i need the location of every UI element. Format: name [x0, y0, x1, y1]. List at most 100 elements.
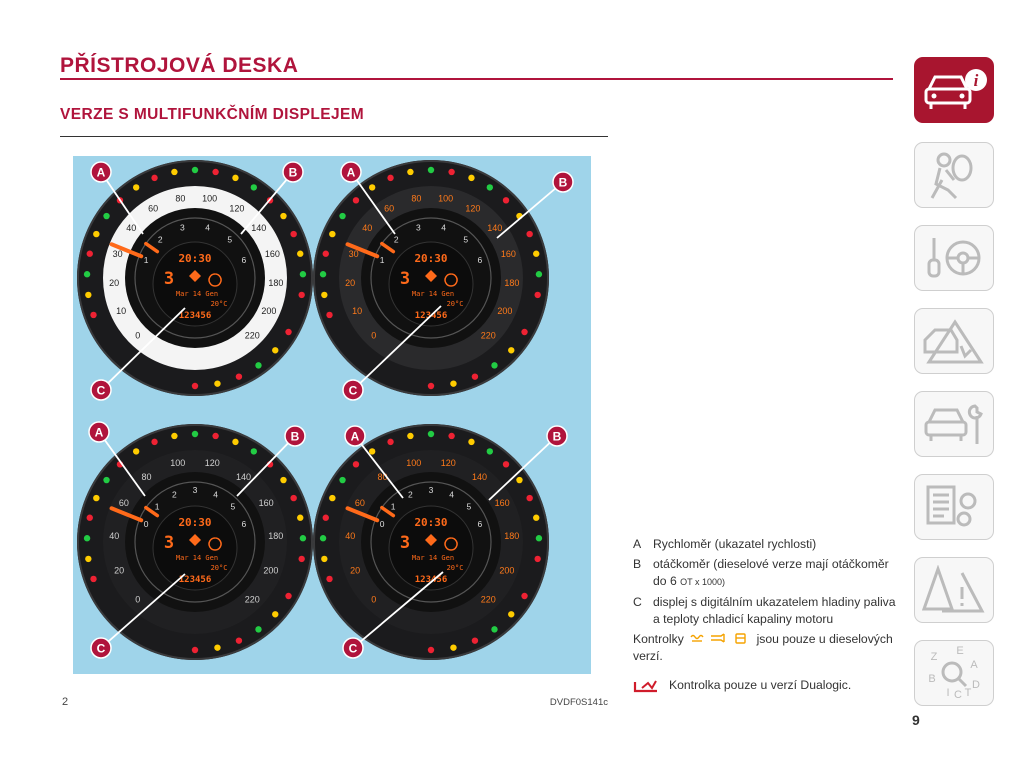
- speed-tick-label: 220: [481, 594, 496, 604]
- speed-tick-label: 180: [504, 278, 519, 288]
- rpm-needle: [380, 241, 396, 254]
- svg-text:C: C: [954, 689, 962, 700]
- display-temp: 20°C: [211, 564, 228, 572]
- tab-road-signs[interactable]: [914, 557, 994, 623]
- speed-needle: [345, 242, 380, 259]
- rpm-tick-label: 4: [213, 489, 218, 499]
- speed-needle: [109, 242, 144, 259]
- callout-letter: A: [347, 166, 356, 180]
- warning-lamp: [103, 212, 110, 220]
- legend-key: A: [633, 537, 642, 551]
- warning-lamp: [368, 448, 376, 455]
- warning-lamp: [298, 555, 305, 563]
- legend-item-b: B otáčkoměr (dieselové verze mají otáčko…: [633, 556, 903, 591]
- warning-lamp: [508, 611, 515, 618]
- display-gear-shift-icon: [189, 534, 201, 546]
- display-gear-shift-icon: [425, 534, 437, 546]
- tab-car-info[interactable]: i: [914, 57, 994, 123]
- rpm-tick-label: 2: [394, 234, 399, 244]
- callout-marker: [340, 161, 362, 183]
- callout-letter: C: [349, 384, 358, 398]
- tab-safety[interactable]: [914, 142, 994, 208]
- car-info-icon: i: [924, 69, 987, 109]
- speed-tick-label: 200: [263, 565, 278, 575]
- callout-letter: A: [351, 430, 360, 444]
- callout-line: [240, 171, 294, 235]
- display-gear-shift-icon: [189, 270, 201, 282]
- warning-lamp: [298, 291, 305, 299]
- settings-list-icon: [926, 485, 977, 527]
- warning-lamp: [214, 644, 221, 651]
- callout-marker: [552, 171, 574, 193]
- speed-tick-label: 100: [438, 193, 453, 203]
- tab-maintenance[interactable]: [914, 391, 994, 457]
- warning-lamp: [191, 430, 199, 438]
- gauge-bezel-edge: [77, 160, 313, 396]
- warning-lamp: [387, 438, 394, 446]
- svg-text:i: i: [974, 71, 979, 90]
- warning-lamp: [319, 535, 327, 542]
- display-gear: 3: [164, 533, 174, 553]
- rpm-tick-label: 0: [380, 519, 385, 529]
- callout-letter: C: [349, 642, 358, 656]
- display-gear: 3: [164, 269, 174, 289]
- warning-lamp: [352, 197, 360, 204]
- rpm-tick-label: 5: [466, 501, 471, 511]
- multifunction-display: [388, 505, 474, 591]
- speed-tick-label: 100: [170, 458, 185, 468]
- speed-tick-label: 180: [268, 278, 283, 288]
- warning-lamp: [299, 535, 307, 542]
- speed-tick-label: 30: [113, 249, 123, 259]
- gauge-bezel-edge: [313, 424, 549, 660]
- display-date: Mar 14 Gen: [412, 554, 454, 562]
- warning-lamp: [468, 438, 475, 446]
- callout-line: [100, 171, 144, 235]
- warning-lamp: [250, 448, 258, 455]
- speed-tick-label: 0: [135, 594, 140, 604]
- multifunction-display: [152, 241, 238, 327]
- callout-letter: C: [97, 642, 106, 656]
- display-time: 20:30: [414, 516, 447, 529]
- warning-lamp: [235, 637, 243, 644]
- rpm-tick-label: 1: [380, 255, 385, 265]
- rpm-needle: [144, 505, 160, 518]
- rpm-tick-label: 2: [158, 234, 163, 244]
- tab-technical-data[interactable]: [914, 474, 994, 540]
- callout-marker: [342, 637, 364, 659]
- callout-line: [100, 573, 186, 649]
- speed-tick-label: 220: [245, 594, 260, 604]
- warning-lamp: [290, 230, 297, 238]
- speed-tick-label: 60: [148, 204, 158, 214]
- warning-lamp: [103, 476, 110, 484]
- gauge-bezel-edge: [77, 424, 313, 660]
- display-gear: 3: [400, 269, 410, 289]
- key-steering-icon: [927, 238, 981, 278]
- warning-lamp: [427, 166, 435, 174]
- speed-needle: [109, 506, 144, 523]
- gauge-bezel-edge: [313, 160, 549, 396]
- speed-tick-label: 20: [345, 278, 355, 288]
- callout-marker: [90, 379, 112, 401]
- warning-lamp: [83, 271, 91, 278]
- warning-lamp: [321, 555, 328, 563]
- warning-lamp: [212, 168, 219, 176]
- rpm-tick-label: 4: [205, 223, 210, 233]
- warning-lamp: [212, 432, 219, 440]
- tab-emergency[interactable]: [914, 308, 994, 374]
- road-signs-icon: [922, 565, 985, 613]
- callout-line: [236, 435, 296, 497]
- warning-lamp: [290, 494, 297, 502]
- callout-line: [352, 305, 442, 391]
- warning-lamp: [339, 476, 346, 484]
- speed-tick-label: 100: [202, 193, 217, 203]
- callout-letter: B: [559, 176, 568, 190]
- warning-lamp: [255, 626, 262, 633]
- speed-tick-label: 60: [384, 204, 394, 214]
- callout-letter: C: [97, 384, 106, 398]
- tab-start-drive[interactable]: [914, 225, 994, 291]
- callout-line: [100, 307, 186, 391]
- callout-line: [352, 571, 444, 649]
- callout-line: [354, 435, 404, 499]
- callout-letter: A: [95, 426, 104, 440]
